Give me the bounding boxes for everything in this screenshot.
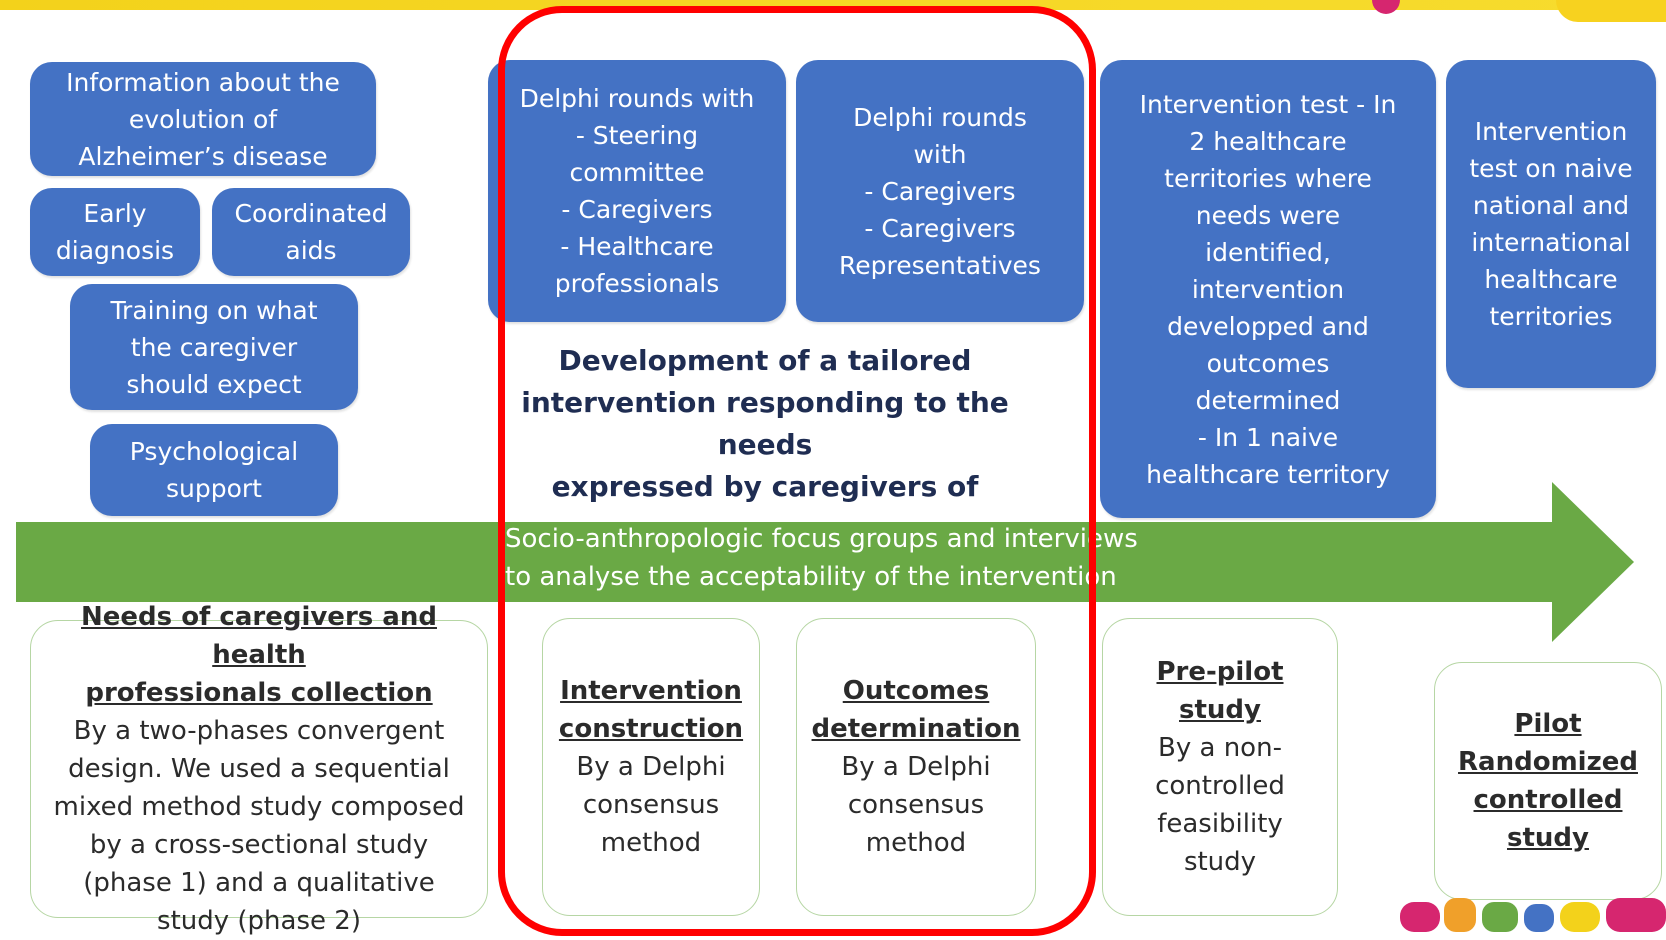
phase-pre-pilot-heading: Pre-pilot study <box>1156 657 1284 725</box>
phase-needs-collection-heading: Needs of caregivers and health professio… <box>81 602 437 708</box>
logo-mark <box>1372 0 1400 14</box>
phase-pre-pilot-description: By a non- controlled feasibility study <box>1155 733 1285 877</box>
need-topic-training: Training on what the caregiver should ex… <box>70 284 358 410</box>
top-banner-stripe <box>0 0 1666 10</box>
delphi-rounds-steering-box: Delphi rounds with - Steering committee … <box>488 60 786 322</box>
naive-territory-test-box: Intervention test on naive national and … <box>1446 60 1656 388</box>
phase-intervention-construction-heading: Intervention construction <box>558 676 744 744</box>
corner-banner <box>1556 0 1666 22</box>
logo-partial-icon <box>1400 898 1666 932</box>
phase-pilot-rct: Pilot Randomized controlled study <box>1434 662 1662 900</box>
focus-groups-text: Socio-anthropologic focus groups and int… <box>505 520 1138 596</box>
phase-outcomes-determination-description: By a Delphi consensus method <box>841 752 991 858</box>
focus-groups-line-1: Socio-anthropologic focus groups and int… <box>505 524 1138 554</box>
need-topic-early-diagnosis: Early diagnosis <box>30 188 200 276</box>
timeline-arrow-body <box>16 522 1556 602</box>
highlight-frame <box>498 6 1096 936</box>
intervention-test-box: Intervention test - In 2 healthcare terr… <box>1100 60 1436 518</box>
phase-pre-pilot: Pre-pilot study By a non- controlled fea… <box>1102 618 1338 916</box>
phase-intervention-construction: Intervention construction By a Delphi co… <box>542 618 760 916</box>
timeline-arrow-head <box>1552 482 1634 642</box>
need-topic-psychological-support: Psychological support <box>90 424 338 516</box>
phase-needs-collection: Needs of caregivers and health professio… <box>30 602 488 936</box>
phase-outcomes-determination-heading: Outcomes determination <box>811 676 1021 744</box>
need-topic-coordinated-aids: Coordinated aids <box>212 188 410 276</box>
phase-outcomes-determination: Outcomes determination By a Delphi conse… <box>796 618 1036 916</box>
phase-pilot-rct-heading: Pilot Randomized controlled study <box>1458 709 1638 853</box>
focus-groups-line-2: to analyse the acceptability of the inte… <box>505 562 1117 592</box>
phase-needs-collection-description: By a two-phases convergent design. We us… <box>53 716 465 936</box>
phase-intervention-construction-description: By a Delphi consensus method <box>576 752 726 858</box>
need-topic-evolution: Information about the evolution of Alzhe… <box>30 62 376 176</box>
delphi-rounds-caregivers-box: Delphi rounds with - Caregivers - Caregi… <box>796 60 1084 322</box>
